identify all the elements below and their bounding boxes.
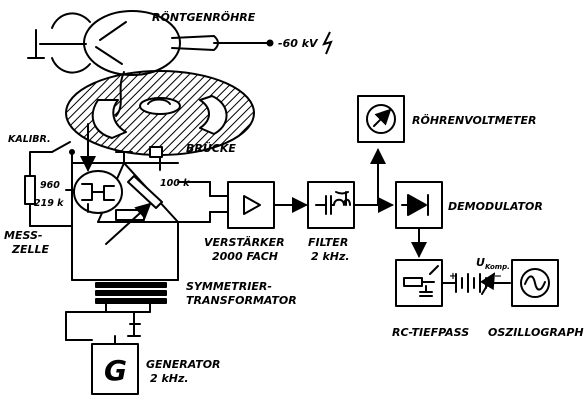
label-voltage: -60 kV <box>278 37 319 50</box>
oscillograph-block <box>511 259 559 307</box>
symmetry-transformer <box>65 221 179 341</box>
label-symm-1: SYMMETRIER- <box>186 280 272 293</box>
label-oscillograph: OSZILLOGRAPH <box>488 326 584 339</box>
label-minus: − <box>494 271 502 282</box>
label-mess-1: MESS- <box>4 229 42 242</box>
label-generator-1: GENERATOR <box>146 358 221 371</box>
label-bridge: BRÜCKE <box>186 141 236 155</box>
label-generator-2: 2 kHz. <box>150 372 189 385</box>
label-filter-2: 2 kHz. <box>311 250 350 263</box>
label-demodulator: DEMODULATOR <box>448 200 543 213</box>
rotating-disc <box>65 70 255 171</box>
filter-block <box>307 181 355 229</box>
generator-block <box>91 335 139 395</box>
amplifier-block <box>227 181 275 229</box>
high-voltage-icon <box>322 31 333 55</box>
label-generator-letter: G <box>104 354 127 387</box>
label-amplifier-1: VERSTÄRKER <box>204 235 285 249</box>
label-amplifier-2: 2000 FACH <box>212 250 278 263</box>
label-filter-1: FILTER <box>308 236 348 249</box>
label-calibration: KALIBR. <box>8 134 51 145</box>
compensation-battery <box>441 272 511 295</box>
voltmeter-block <box>357 95 405 143</box>
bridge <box>24 151 179 245</box>
label-tube-voltmeter: RÖHRENVOLTMETER <box>412 113 537 127</box>
label-mess-2: ZELLE <box>11 243 50 256</box>
label-plus: + <box>449 271 457 282</box>
label-roentgen-tube: RÖNTGENRÖHRE <box>152 10 256 24</box>
label-u-komp: UKomp. <box>476 256 510 271</box>
label-r960: 960 <box>40 180 60 191</box>
label-r100k: 100 k <box>160 178 190 189</box>
label-rc-lowpass: RC-TIEFPASS <box>392 326 469 339</box>
label-r219k: 219 k <box>34 198 64 209</box>
calibration-switch <box>29 141 75 164</box>
rc-lowpass-block <box>395 259 443 307</box>
demodulator-block <box>395 181 443 229</box>
label-symm-2: TRANSFORMATOR <box>186 294 297 307</box>
